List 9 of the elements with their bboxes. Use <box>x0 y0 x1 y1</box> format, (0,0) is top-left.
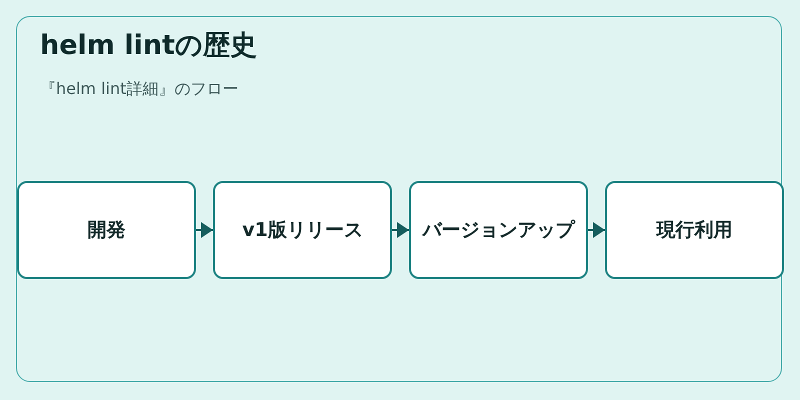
title: helm lintの歴史 <box>40 29 257 63</box>
process-box: v1版リリース <box>213 181 392 279</box>
process-box: 現行利用 <box>605 181 784 279</box>
arrow <box>196 222 213 238</box>
arrow <box>588 222 605 238</box>
process-box: 開発 <box>17 181 196 279</box>
arrow <box>392 222 409 238</box>
process-box: バージョンアップ <box>409 181 588 279</box>
subtitle: 『helm lint詳細』のフロー <box>40 78 238 100</box>
